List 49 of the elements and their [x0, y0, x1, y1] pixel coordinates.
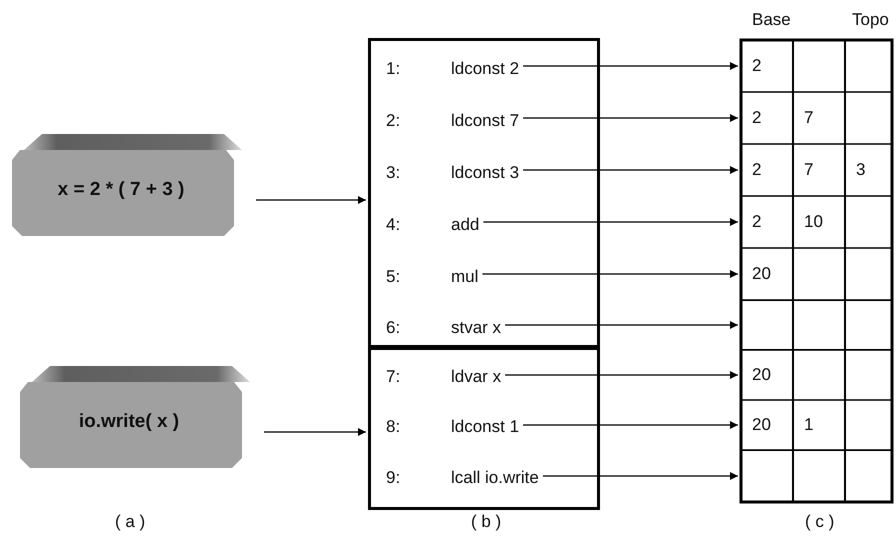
instruction-text: ldconst 1 — [451, 417, 520, 437]
arrow — [542, 472, 738, 480]
panel-label: ( b ) — [471, 512, 502, 532]
code-section — [368, 38, 600, 348]
arrow — [523, 166, 738, 174]
instruction-text: ldvar x — [451, 367, 502, 387]
stack-value: 20 — [752, 365, 771, 385]
arrow — [505, 371, 738, 379]
stack-value: 10 — [804, 212, 823, 232]
stack-value: 3 — [856, 160, 866, 180]
stack-label: Base — [752, 10, 791, 30]
line-number: 3: — [386, 163, 402, 183]
instruction-text: stvar x — [451, 318, 502, 338]
arrow — [523, 421, 738, 429]
instruction-text: ldconst 3 — [451, 163, 520, 183]
instruction-text: lcall io.write — [451, 468, 539, 488]
line-number: 9: — [386, 468, 402, 488]
arrow — [264, 428, 366, 436]
instruction-text: ldconst 7 — [451, 111, 520, 131]
stack-value: 20 — [752, 415, 771, 435]
arrow — [523, 114, 738, 122]
instruction-text: add — [451, 215, 480, 235]
arrow — [505, 321, 738, 329]
stack-value: 7 — [804, 108, 814, 128]
arrow — [483, 218, 738, 226]
stack-value: 20 — [752, 264, 771, 284]
line-number: 7: — [386, 367, 402, 387]
line-number: 1: — [386, 59, 402, 79]
line-number: 6: — [386, 318, 402, 338]
code-section — [368, 348, 600, 510]
line-number: 8: — [386, 417, 402, 437]
stack-value: 2 — [752, 160, 762, 180]
panel-label: ( c ) — [805, 512, 834, 532]
line-number: 2: — [386, 111, 402, 131]
line-number: 5: — [386, 267, 402, 287]
arrow — [523, 62, 738, 70]
arrow — [482, 270, 738, 278]
stack-value: 2 — [752, 108, 762, 128]
instruction-text: ldconst 2 — [451, 59, 520, 79]
line-number: 4: — [386, 215, 402, 235]
stack-value: 7 — [804, 160, 814, 180]
arrow — [256, 196, 366, 204]
panel-label: ( a ) — [115, 512, 146, 532]
instruction-text: mul — [451, 267, 478, 287]
stack-value: 2 — [752, 56, 762, 76]
stack-value: 1 — [804, 415, 814, 435]
stack-label: Topo — [852, 10, 889, 30]
stack-value: 2 — [752, 212, 762, 232]
stack-row — [740, 300, 893, 350]
